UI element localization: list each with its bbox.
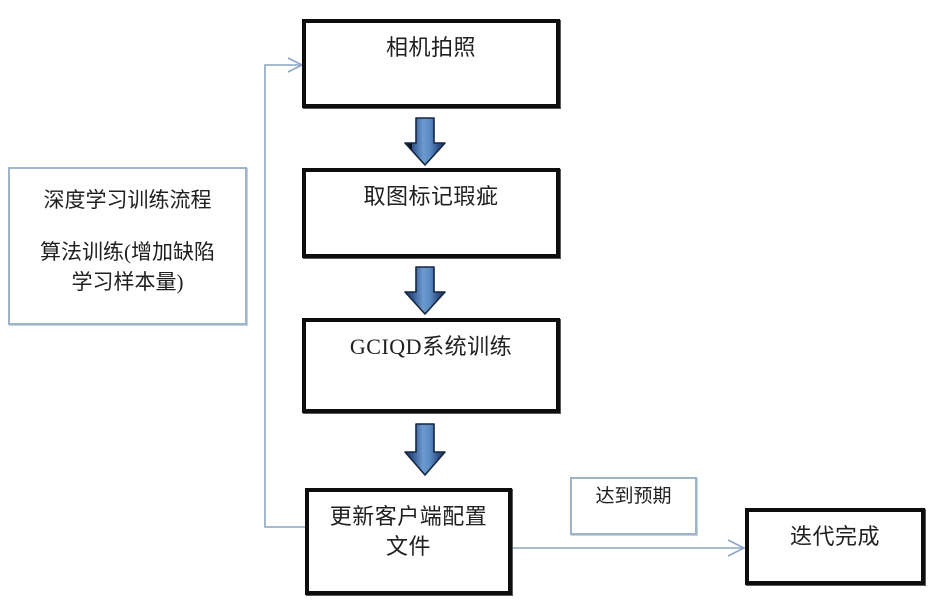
step-train-label: GCIQD系统训练	[349, 334, 513, 359]
step-mark-label: 取图标记瑕疵	[363, 184, 499, 209]
arrow-update-to-done	[512, 539, 746, 557]
step-mark[interactable]: 取图标记瑕疵	[302, 168, 560, 258]
step-train[interactable]: GCIQD系统训练	[302, 318, 560, 413]
info-panel-body: 算法训练(增加缺陷 学习样本量)	[40, 240, 215, 294]
step-camera-label: 相机拍照	[385, 35, 476, 60]
feedback-loop-update-to-camera	[264, 57, 305, 528]
block-arrow-train-to-update	[404, 423, 446, 476]
label-expected: 达到预期	[570, 477, 697, 535]
block-arrow-camera-to-mark	[404, 117, 446, 166]
block-arrow-mark-to-train	[404, 266, 446, 315]
step-update-label: 更新客户端配置 文件	[329, 504, 488, 559]
node-done-label: 迭代完成	[789, 524, 880, 549]
label-expected-text: 达到预期	[595, 486, 672, 507]
info-panel-heading: 深度学习训练流程	[43, 188, 212, 212]
node-done[interactable]: 迭代完成	[745, 508, 925, 585]
step-update[interactable]: 更新客户端配置 文件	[305, 488, 512, 595]
info-panel: 深度学习训练流程 算法训练(增加缺陷 学习样本量)	[8, 167, 247, 325]
step-camera[interactable]: 相机拍照	[302, 19, 560, 108]
